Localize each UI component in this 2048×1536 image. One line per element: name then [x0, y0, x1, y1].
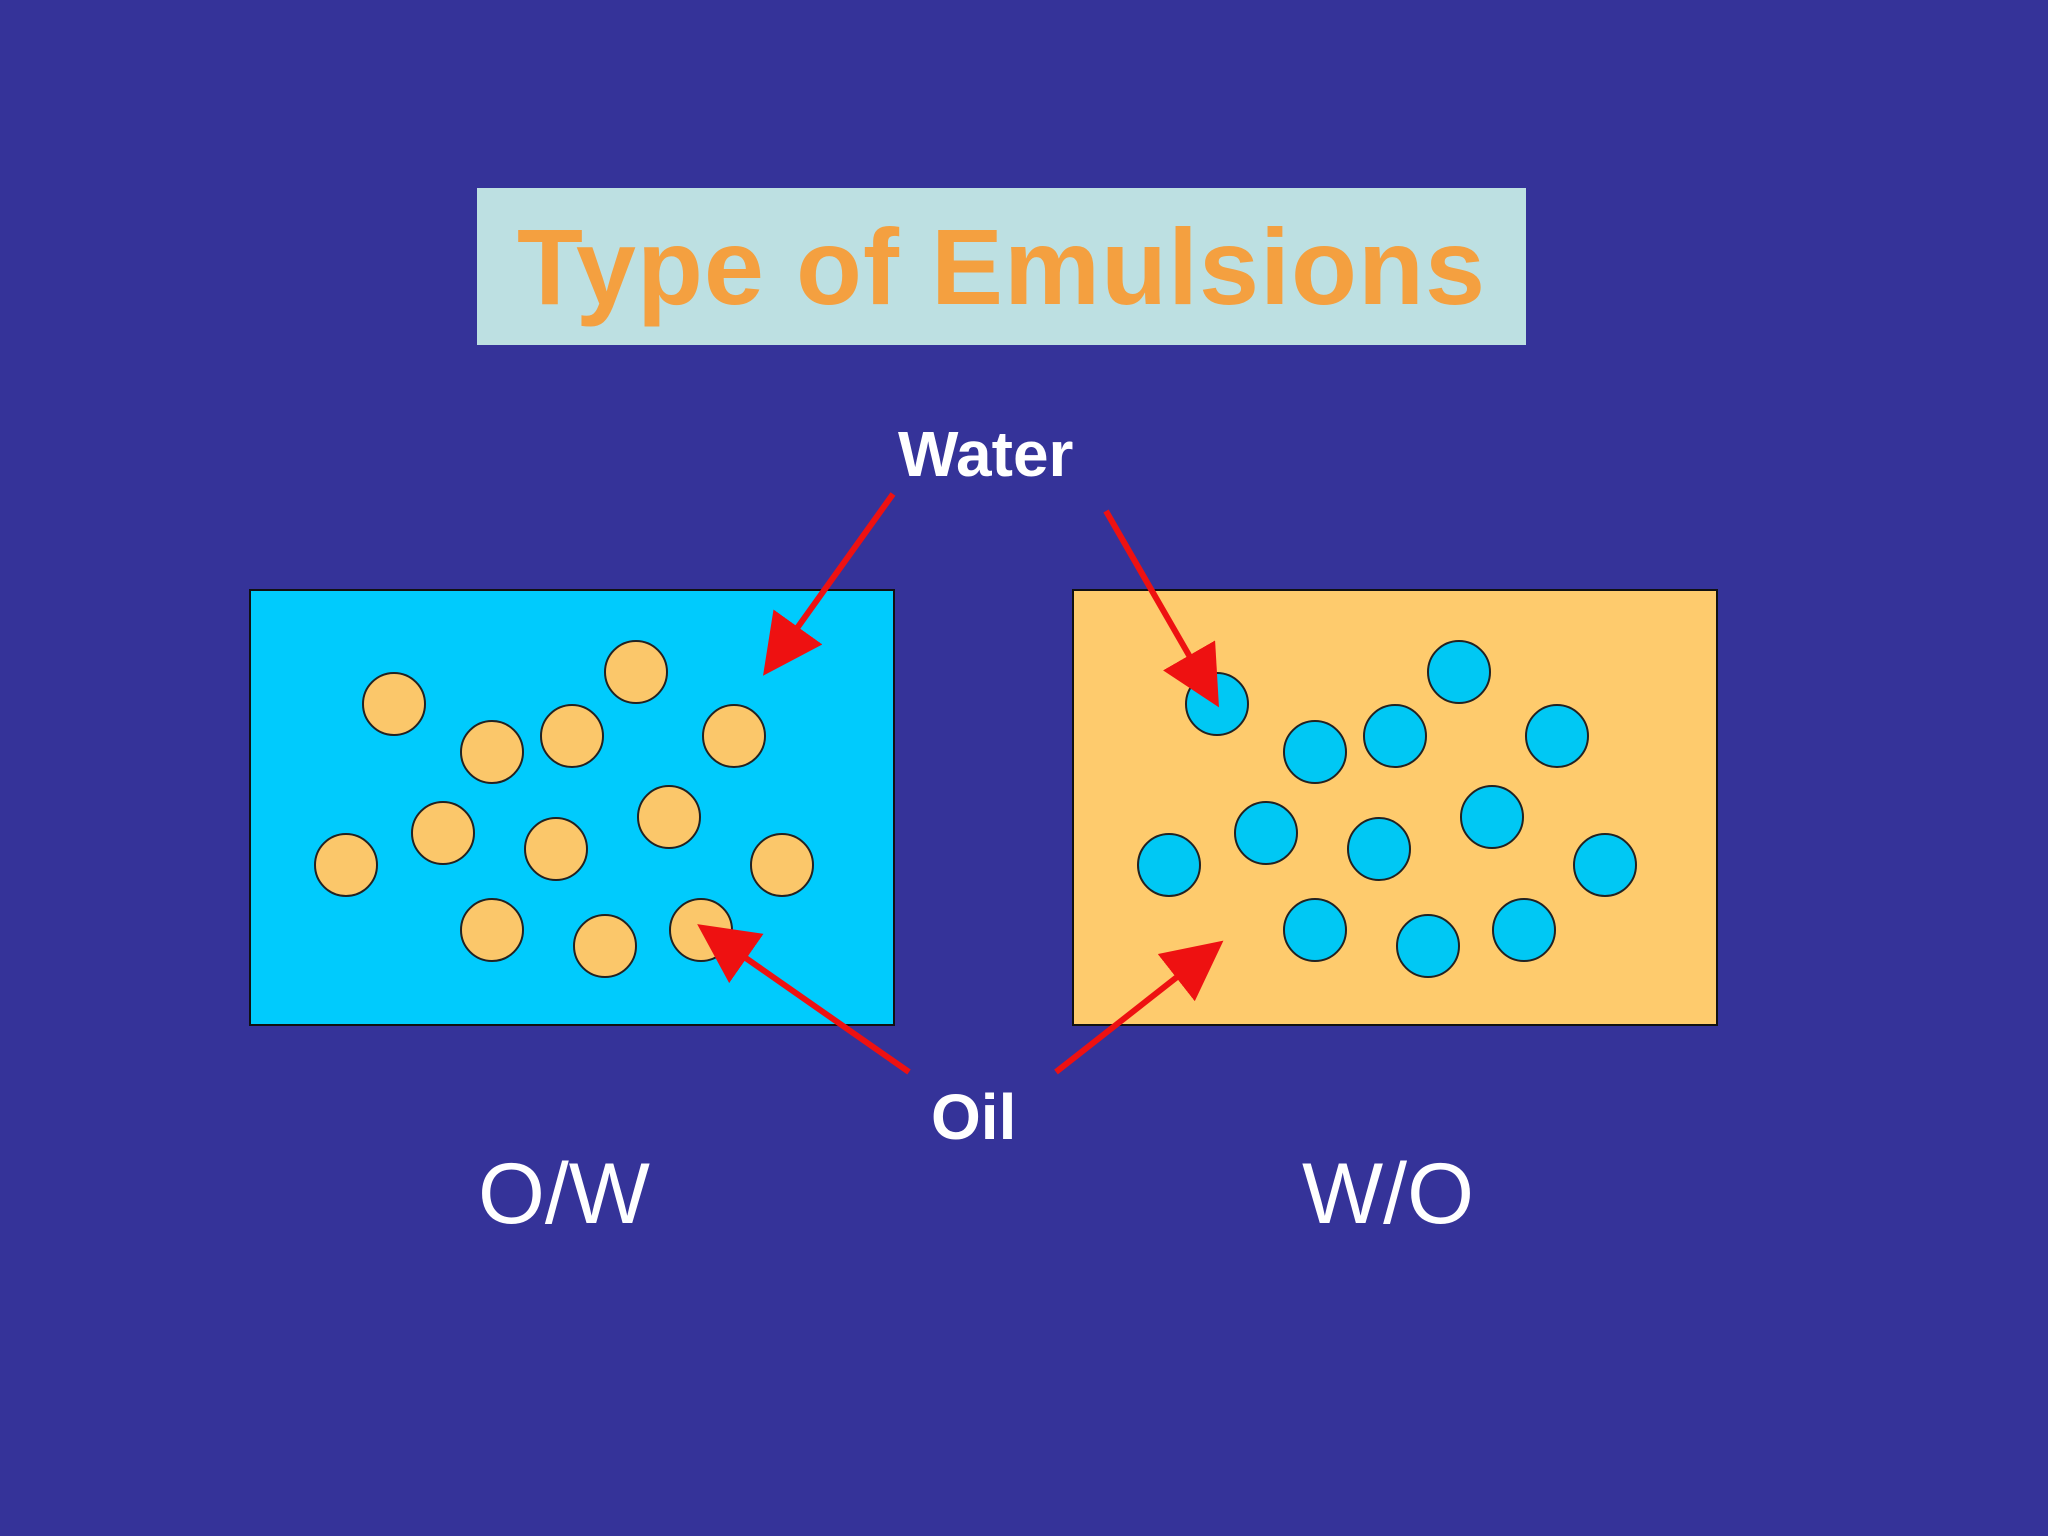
- water-droplet: [1283, 898, 1347, 962]
- oil-droplet: [604, 640, 668, 704]
- oil-droplet: [460, 898, 524, 962]
- oil-droplet: [750, 833, 814, 897]
- water-droplet: [1573, 833, 1637, 897]
- oil-droplet: [314, 833, 378, 897]
- oil-droplet: [362, 672, 426, 736]
- oil-droplet: [573, 914, 637, 978]
- water-droplet: [1234, 801, 1298, 865]
- water-droplet: [1363, 704, 1427, 768]
- oil-label: Oil: [931, 1081, 1017, 1153]
- water-droplet: [1427, 640, 1491, 704]
- oil-droplet: [411, 801, 475, 865]
- wo-caption: W/O: [1302, 1146, 1474, 1242]
- water-droplet: [1396, 914, 1460, 978]
- oil-droplet: [524, 817, 588, 881]
- oil-droplet: [637, 785, 701, 849]
- slide-title: Type of Emulsions: [516, 206, 1487, 327]
- ow-caption: O/W: [478, 1146, 650, 1242]
- oil-arrow-to-wo: [1054, 940, 1224, 1075]
- water-droplet: [1460, 785, 1524, 849]
- title-banner: Type of Emulsions: [477, 188, 1526, 345]
- water-droplet: [1283, 720, 1347, 784]
- oil-arrow-to-ow: [697, 924, 911, 1075]
- oil-in-water-panel: [249, 589, 895, 1026]
- water-label: Water: [898, 418, 1074, 490]
- oil-droplet: [460, 720, 524, 784]
- oil-droplet: [540, 704, 604, 768]
- oil-droplet: [702, 704, 766, 768]
- water-droplet: [1525, 704, 1589, 768]
- water-arrow-to-ow: [763, 492, 896, 676]
- water-droplet: [1347, 817, 1411, 881]
- water-arrow-to-wo: [1103, 509, 1219, 708]
- water-droplet: [1492, 898, 1556, 962]
- water-droplet: [1137, 833, 1201, 897]
